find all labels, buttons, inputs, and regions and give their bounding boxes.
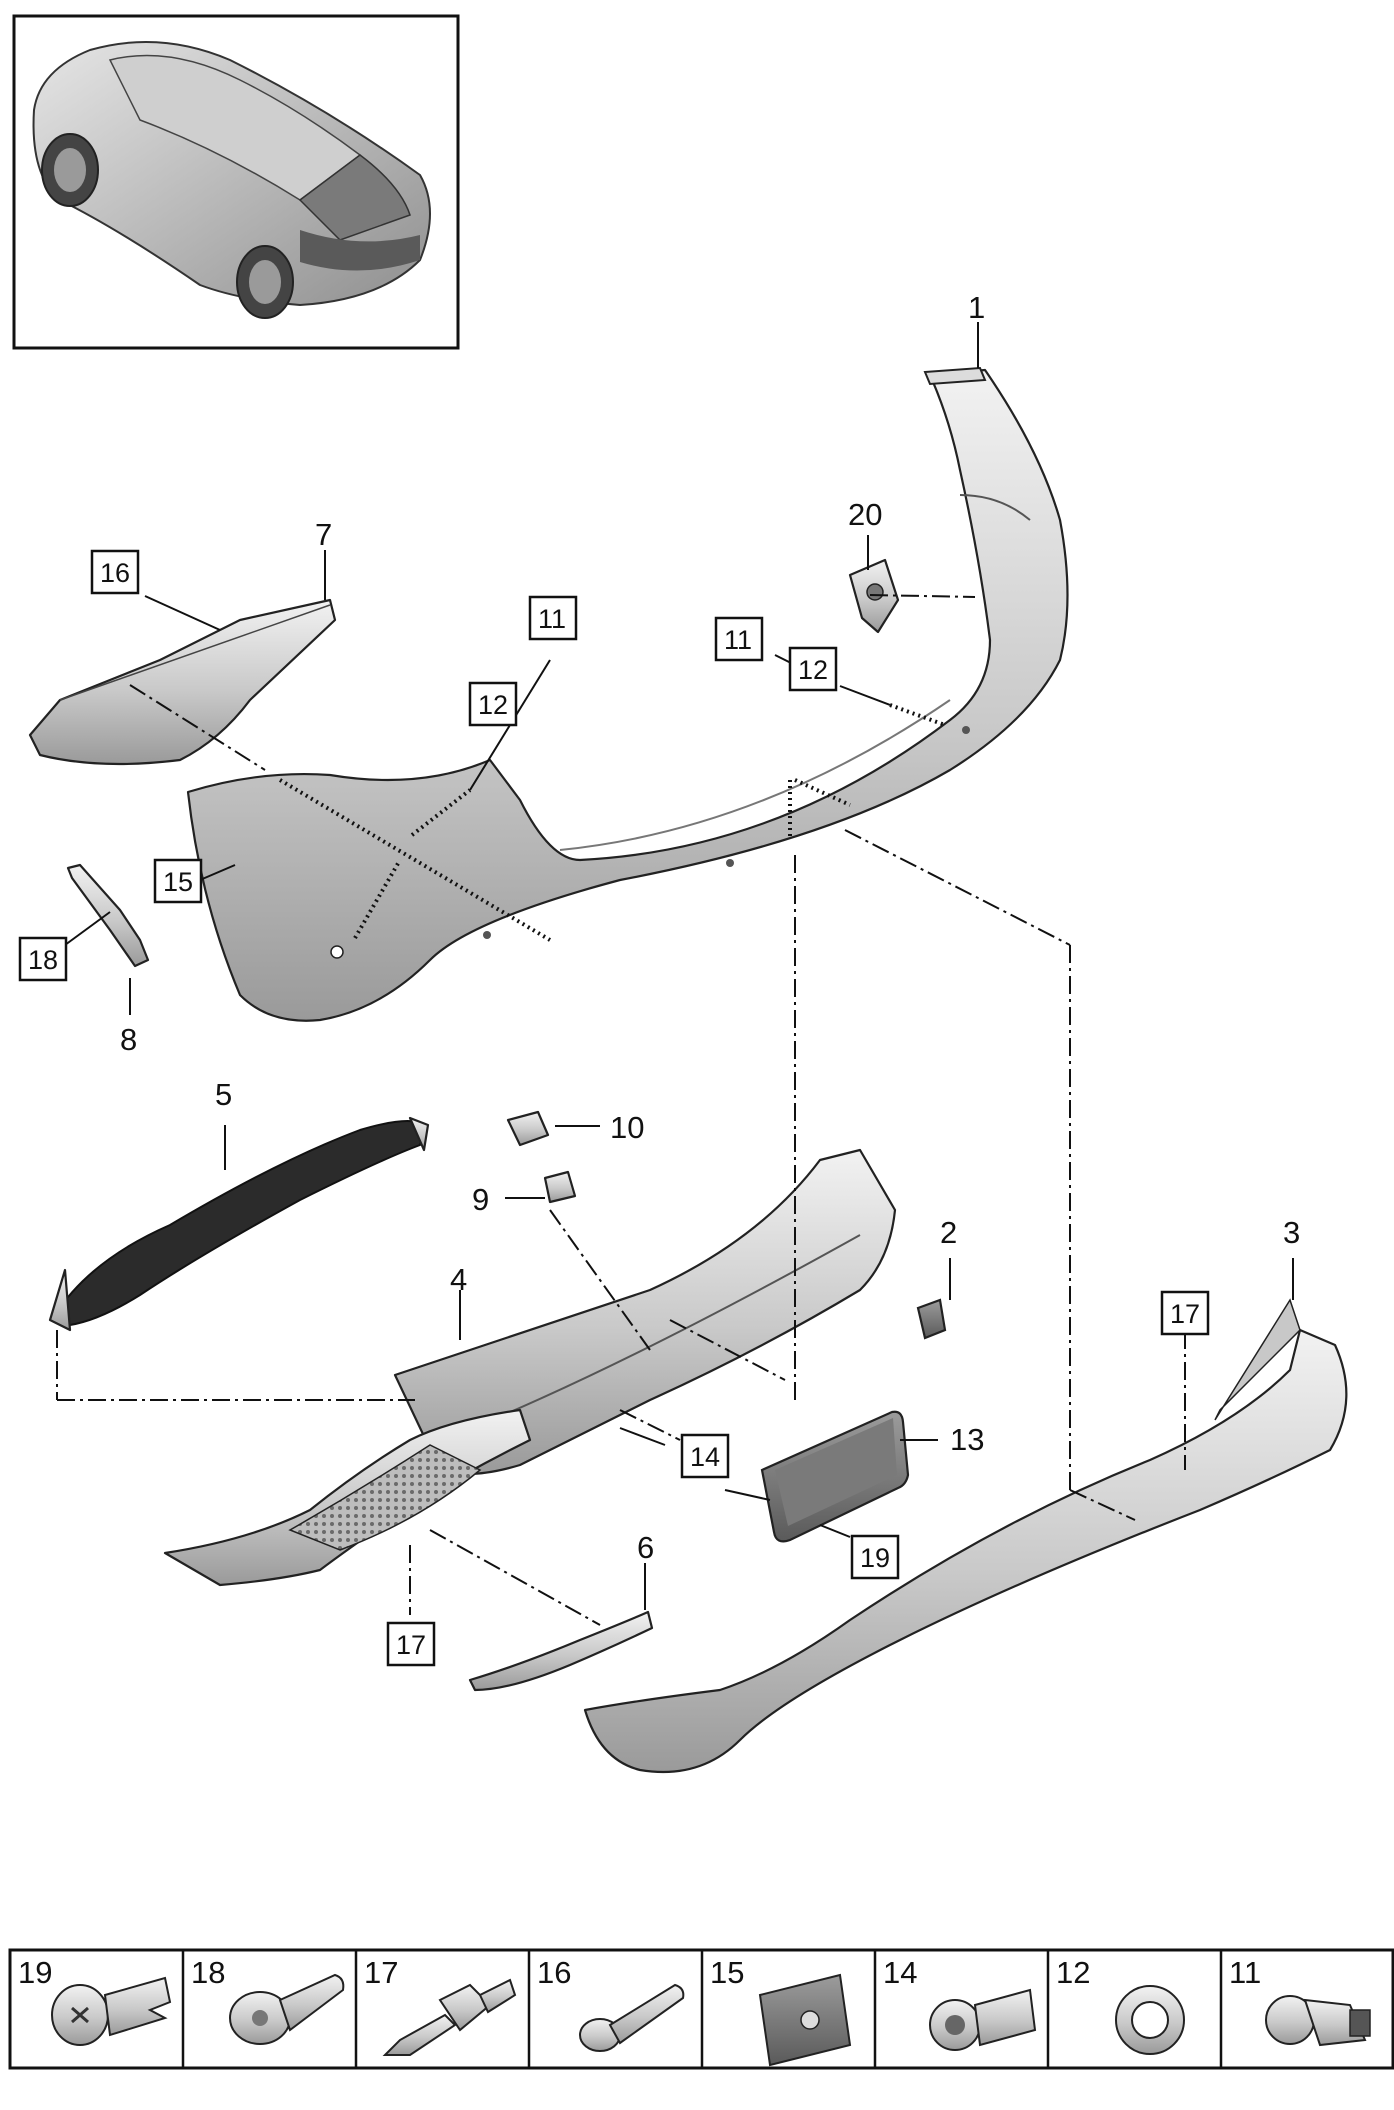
callout-labels: 1 20 7 8 5 10 9 4 2 3 13 6 bbox=[120, 290, 1300, 1565]
svg-text:12: 12 bbox=[798, 655, 828, 685]
box-callout-11-right: 11 bbox=[714, 616, 764, 662]
svg-text:14: 14 bbox=[883, 1955, 917, 1990]
part-9-clip bbox=[543, 1170, 577, 1204]
callout-13: 13 bbox=[950, 1422, 984, 1457]
callout-20: 20 bbox=[848, 497, 882, 532]
legend-cell-16: 16 bbox=[537, 1955, 685, 2052]
svg-text:11: 11 bbox=[1229, 1955, 1261, 1990]
legend-cell-19: 19 bbox=[18, 1955, 172, 2046]
legend-cell-17: 17 bbox=[364, 1955, 517, 2056]
callout-6: 6 bbox=[637, 1530, 654, 1565]
svg-text:18: 18 bbox=[191, 1955, 225, 1990]
legend-cell-14: 14 bbox=[883, 1955, 1037, 2051]
callout-2: 2 bbox=[940, 1215, 957, 1250]
svg-text:15: 15 bbox=[163, 867, 193, 897]
part-10-clip bbox=[506, 1110, 550, 1147]
screw-icon bbox=[51, 1976, 172, 2046]
part-8-small-bracket bbox=[66, 863, 150, 968]
hardware-legend: 19 18 17 16 bbox=[8, 1948, 1394, 2070]
callout-1: 1 bbox=[968, 290, 985, 325]
callout-10: 10 bbox=[610, 1110, 644, 1145]
part-5-reflector bbox=[48, 1116, 430, 1332]
callout-9: 9 bbox=[472, 1182, 489, 1217]
legend-cell-11: 11 bbox=[1229, 1955, 1371, 2047]
callout-3: 3 bbox=[1283, 1215, 1300, 1250]
sensor-ring-icon bbox=[1115, 1985, 1185, 2055]
bolt-icon bbox=[229, 1973, 345, 2045]
box-callout-15: 15 bbox=[153, 858, 203, 904]
box-callout-18: 18 bbox=[18, 936, 68, 982]
part-7-bracket bbox=[28, 598, 337, 766]
box-callout-12-right: 12 bbox=[788, 646, 838, 692]
svg-text:17: 17 bbox=[364, 1955, 398, 1990]
grommet-icon bbox=[929, 1988, 1037, 2051]
part-3-trim-strip bbox=[583, 1298, 1348, 1774]
part-6-small-trim bbox=[468, 1610, 654, 1692]
box-callout-16: 16 bbox=[90, 549, 140, 595]
spring-nut-icon bbox=[758, 1973, 852, 2067]
svg-text:16: 16 bbox=[100, 558, 130, 588]
legend-cell-12: 12 bbox=[1056, 1955, 1185, 2055]
callout-8: 8 bbox=[120, 1022, 137, 1057]
callout-5: 5 bbox=[215, 1077, 232, 1112]
callout-4: 4 bbox=[450, 1262, 467, 1297]
legend-cell-18: 18 bbox=[191, 1955, 345, 2045]
box-callout-14: 14 bbox=[680, 1433, 730, 1479]
svg-text:12: 12 bbox=[1056, 1955, 1090, 1990]
part-13-plate-bracket bbox=[760, 1410, 910, 1543]
svg-text:12: 12 bbox=[478, 690, 508, 720]
boxed-callouts: 16 11 12 11 12 15 18 17 bbox=[18, 549, 1210, 1667]
svg-text:15: 15 bbox=[710, 1955, 744, 1990]
stud-bolt-icon bbox=[579, 1983, 685, 2052]
svg-text:19: 19 bbox=[860, 1543, 890, 1573]
box-callout-17-left: 17 bbox=[386, 1621, 436, 1667]
expansion-rivet-icon bbox=[382, 1978, 517, 2056]
svg-text:17: 17 bbox=[1170, 1299, 1200, 1329]
box-callout-19: 19 bbox=[850, 1534, 900, 1580]
box-callout-12-left: 12 bbox=[468, 681, 518, 727]
svg-text:17: 17 bbox=[396, 1630, 426, 1660]
callout-7: 7 bbox=[315, 517, 332, 552]
car-illustration bbox=[32, 41, 431, 319]
svg-text:19: 19 bbox=[18, 1955, 52, 1990]
svg-text:14: 14 bbox=[690, 1442, 720, 1472]
part-1-bumper-cover bbox=[186, 366, 1069, 1022]
legend-cell-15: 15 bbox=[710, 1955, 852, 2067]
svg-text:18: 18 bbox=[28, 945, 58, 975]
assembly-lines bbox=[56, 594, 1186, 1626]
svg-text:16: 16 bbox=[537, 1955, 571, 1990]
part-2-cover bbox=[916, 1298, 947, 1340]
parking-sensor-icon bbox=[1265, 1995, 1371, 2047]
svg-text:11: 11 bbox=[538, 604, 566, 634]
svg-text:11: 11 bbox=[724, 625, 752, 655]
diffuser bbox=[163, 1408, 532, 1587]
box-callout-17-right: 17 bbox=[1160, 1290, 1210, 1336]
vehicle-overview-thumbnail bbox=[12, 14, 460, 350]
box-callout-11-left: 11 bbox=[528, 595, 578, 641]
